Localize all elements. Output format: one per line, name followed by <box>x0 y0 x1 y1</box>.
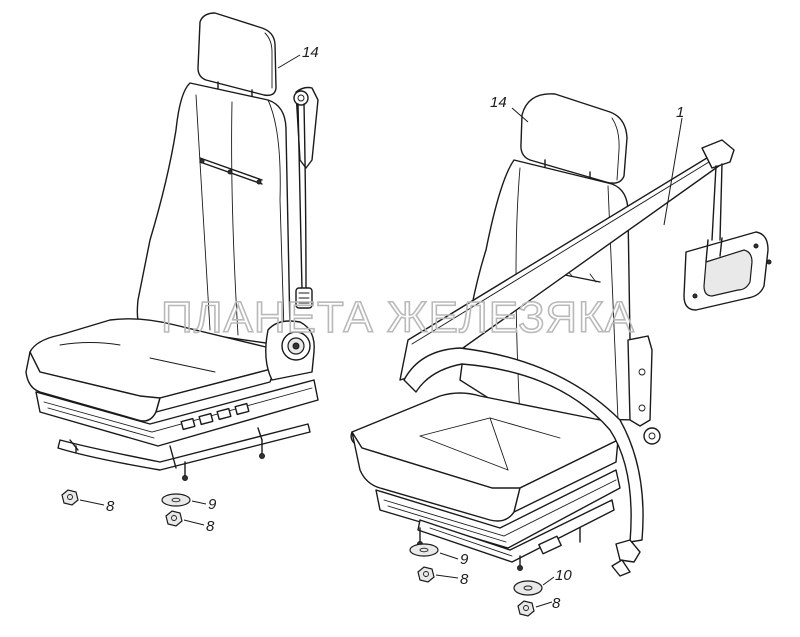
left-backrest <box>136 82 291 346</box>
right-seat-base <box>375 469 621 571</box>
right-seat-belt <box>399 139 735 577</box>
right-belt-retractor <box>683 231 772 311</box>
left-headrest <box>197 12 277 99</box>
callout-left-nut: 8 <box>106 498 115 515</box>
right-side-frame <box>627 335 661 445</box>
left-recliner-knob <box>265 320 315 381</box>
callout-right-belt: 1 <box>676 104 684 121</box>
left-seat-base <box>35 379 319 481</box>
left-nut-8 <box>61 489 79 506</box>
left-washer-nut-8 <box>165 510 183 527</box>
callout-left-washer: 9 <box>208 496 217 513</box>
right-cushion <box>350 392 619 522</box>
callout-right-washer-10: 10 <box>555 567 572 584</box>
left-cushion <box>25 318 278 422</box>
right-seat <box>350 93 772 617</box>
leader-lines <box>79 54 683 608</box>
callout-right-headrest: 14 <box>490 94 507 111</box>
callout-right-washer-nut: 8 <box>460 571 469 588</box>
callout-right-washer-10-nut: 8 <box>552 595 561 612</box>
right-washer-10-nut-8 <box>517 600 535 617</box>
left-belt-strap <box>293 86 319 309</box>
callouts: 14 8 9 8 14 1 9 8 10 8 <box>106 44 684 612</box>
right-washer-nut-8 <box>417 566 435 583</box>
left-seat <box>25 12 319 527</box>
right-washer-9 <box>409 543 439 557</box>
callout-right-washer: 9 <box>460 551 469 568</box>
left-washer-9 <box>161 493 191 507</box>
right-washer-10 <box>513 580 543 596</box>
callout-left-washer-nut: 8 <box>206 518 215 535</box>
watermark-text: ПЛАНЕТА ЖЕЛЕЗЯКА <box>161 293 635 342</box>
callout-left-headrest: 14 <box>302 44 319 61</box>
